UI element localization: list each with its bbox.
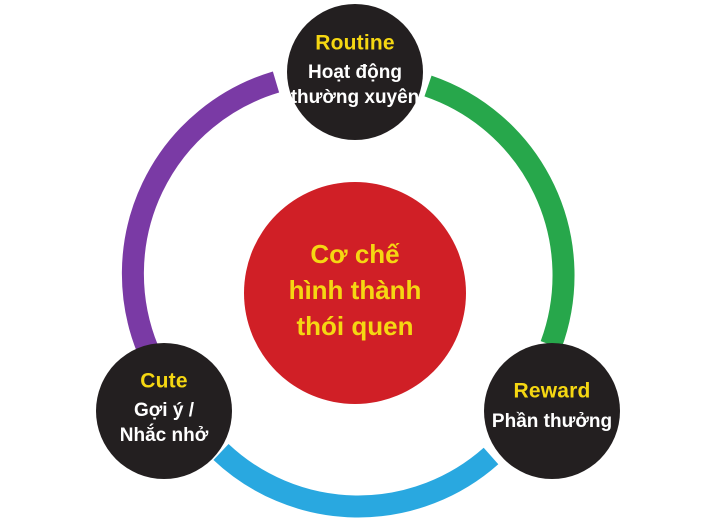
node-reward-circle[interactable]	[484, 343, 620, 479]
node-cute-title: Cute	[140, 370, 187, 393]
center-line-2: hình thành	[289, 275, 422, 305]
node-reward-subtitle-line-1: Phần thưởng	[492, 411, 612, 432]
arc-routine-to-reward	[424, 75, 575, 349]
node-reward[interactable]: Reward Phần thưởng	[484, 343, 620, 479]
center-line-1: Cơ chế	[310, 239, 400, 269]
node-routine-subtitle-line-2: thường xuyên	[291, 87, 420, 108]
node-cute-circle[interactable]	[96, 343, 232, 479]
node-routine-title: Routine	[315, 32, 395, 55]
center-line-3: thói quen	[297, 311, 414, 341]
arc-reward-to-cute	[213, 443, 499, 518]
node-cute[interactable]: Cute Gợi ý / Nhắc nhở	[96, 343, 232, 479]
node-reward-title: Reward	[513, 380, 590, 403]
arc-group	[121, 71, 575, 518]
node-routine[interactable]: Routine Hoạt động thường xuyên	[287, 4, 423, 140]
node-cute-subtitle-line-2: Nhắc nhở	[120, 424, 209, 446]
node-routine-subtitle-line-1: Hoạt động	[308, 62, 402, 83]
center-node: Cơ chế hình thành thói quen	[244, 182, 466, 404]
node-routine-circle[interactable]	[287, 4, 423, 140]
center-circle	[244, 182, 466, 404]
arc-cute-to-routine	[121, 71, 280, 355]
node-cute-subtitle-line-1: Gợi ý /	[134, 400, 195, 421]
